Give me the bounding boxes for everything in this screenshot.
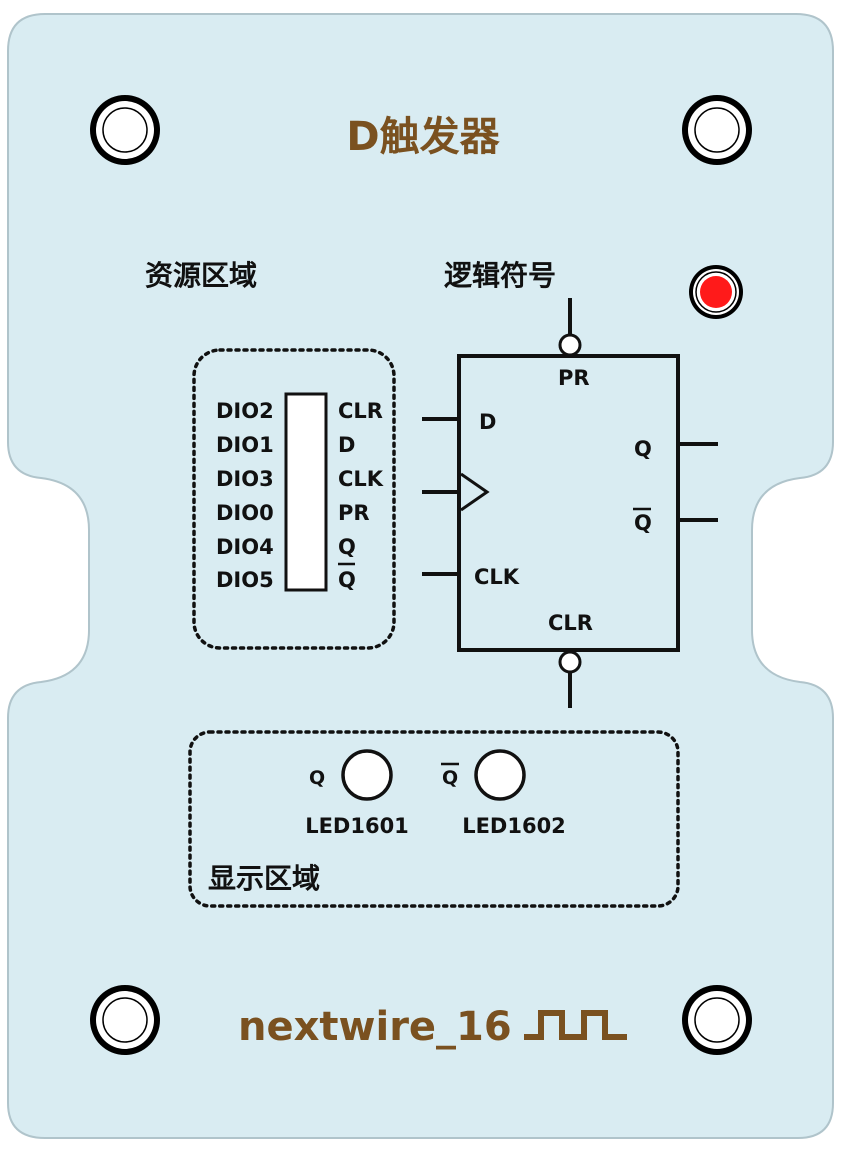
pin-signal-label: Q (338, 568, 356, 592)
pin-signal-label: Q (338, 535, 356, 559)
pin-signal-label: D (338, 433, 355, 457)
board-title: D触发器 (346, 114, 500, 160)
display-area-frame (188, 730, 680, 908)
pin-dio-label: DIO4 (216, 535, 274, 559)
power-led (689, 265, 743, 319)
led-signal-label: Q (442, 767, 458, 789)
pin-signal-label: CLR (338, 399, 383, 423)
led-q: Q LED1601 (305, 749, 409, 838)
display-area-label: 显示区域 (208, 862, 320, 895)
clock-waveform-icon (524, 1010, 627, 1040)
flip-flop-symbol (422, 298, 718, 708)
mounting-hole-top-left (90, 95, 160, 165)
pin-row-0: DIO2 CLR (216, 399, 383, 423)
led-lamp (474, 749, 526, 801)
pin-row-1: DIO1 D (216, 433, 355, 457)
clock-edge-triangle (460, 472, 490, 512)
led-lamp (341, 749, 393, 801)
pr-pin-label: PR (558, 366, 590, 390)
q-pin-label: Q (634, 437, 652, 461)
pin-signal-label: CLK (338, 467, 384, 491)
pin-dio-label: DIO2 (216, 399, 274, 423)
pin-row-3: DIO0 PR (216, 501, 370, 525)
resource-area-frame (192, 348, 396, 650)
pin-row-5: DIO5 Q (216, 562, 356, 592)
led-qbar: Q LED1602 (441, 749, 566, 838)
logic-symbol-label: 逻辑符号 (444, 259, 556, 292)
pin-dio-label: DIO0 (216, 501, 274, 525)
d-pin-label: D (479, 410, 496, 434)
clk-pin-label: CLK (474, 565, 520, 589)
pin-row-4: DIO4 Q (216, 535, 356, 559)
mounting-hole-bottom-left (90, 985, 160, 1055)
led-signal-label: Q (309, 767, 325, 789)
led-name-label: LED1602 (462, 814, 566, 838)
qbar-pin-label: Q (634, 511, 652, 535)
clr-pin-label: CLR (548, 611, 593, 635)
mounting-hole-top-right (682, 95, 752, 165)
pin-dio-label: DIO1 (216, 433, 274, 457)
pin-dio-label: DIO3 (216, 467, 274, 491)
pin-row-2: DIO3 CLK (216, 467, 384, 491)
resource-area-label: 资源区域 (145, 259, 257, 292)
pin-header (284, 392, 328, 592)
board-outline (7, 13, 834, 1139)
clr-inversion-bubble (558, 650, 582, 674)
pin-dio-label: DIO5 (216, 568, 274, 592)
brand-name: nextwire_16 (238, 1004, 512, 1050)
power-led-lamp (700, 276, 732, 308)
pr-inversion-bubble (558, 333, 582, 357)
led-name-label: LED1601 (305, 814, 409, 838)
pin-signal-label: PR (338, 501, 370, 525)
mounting-hole-bottom-right (682, 985, 752, 1055)
